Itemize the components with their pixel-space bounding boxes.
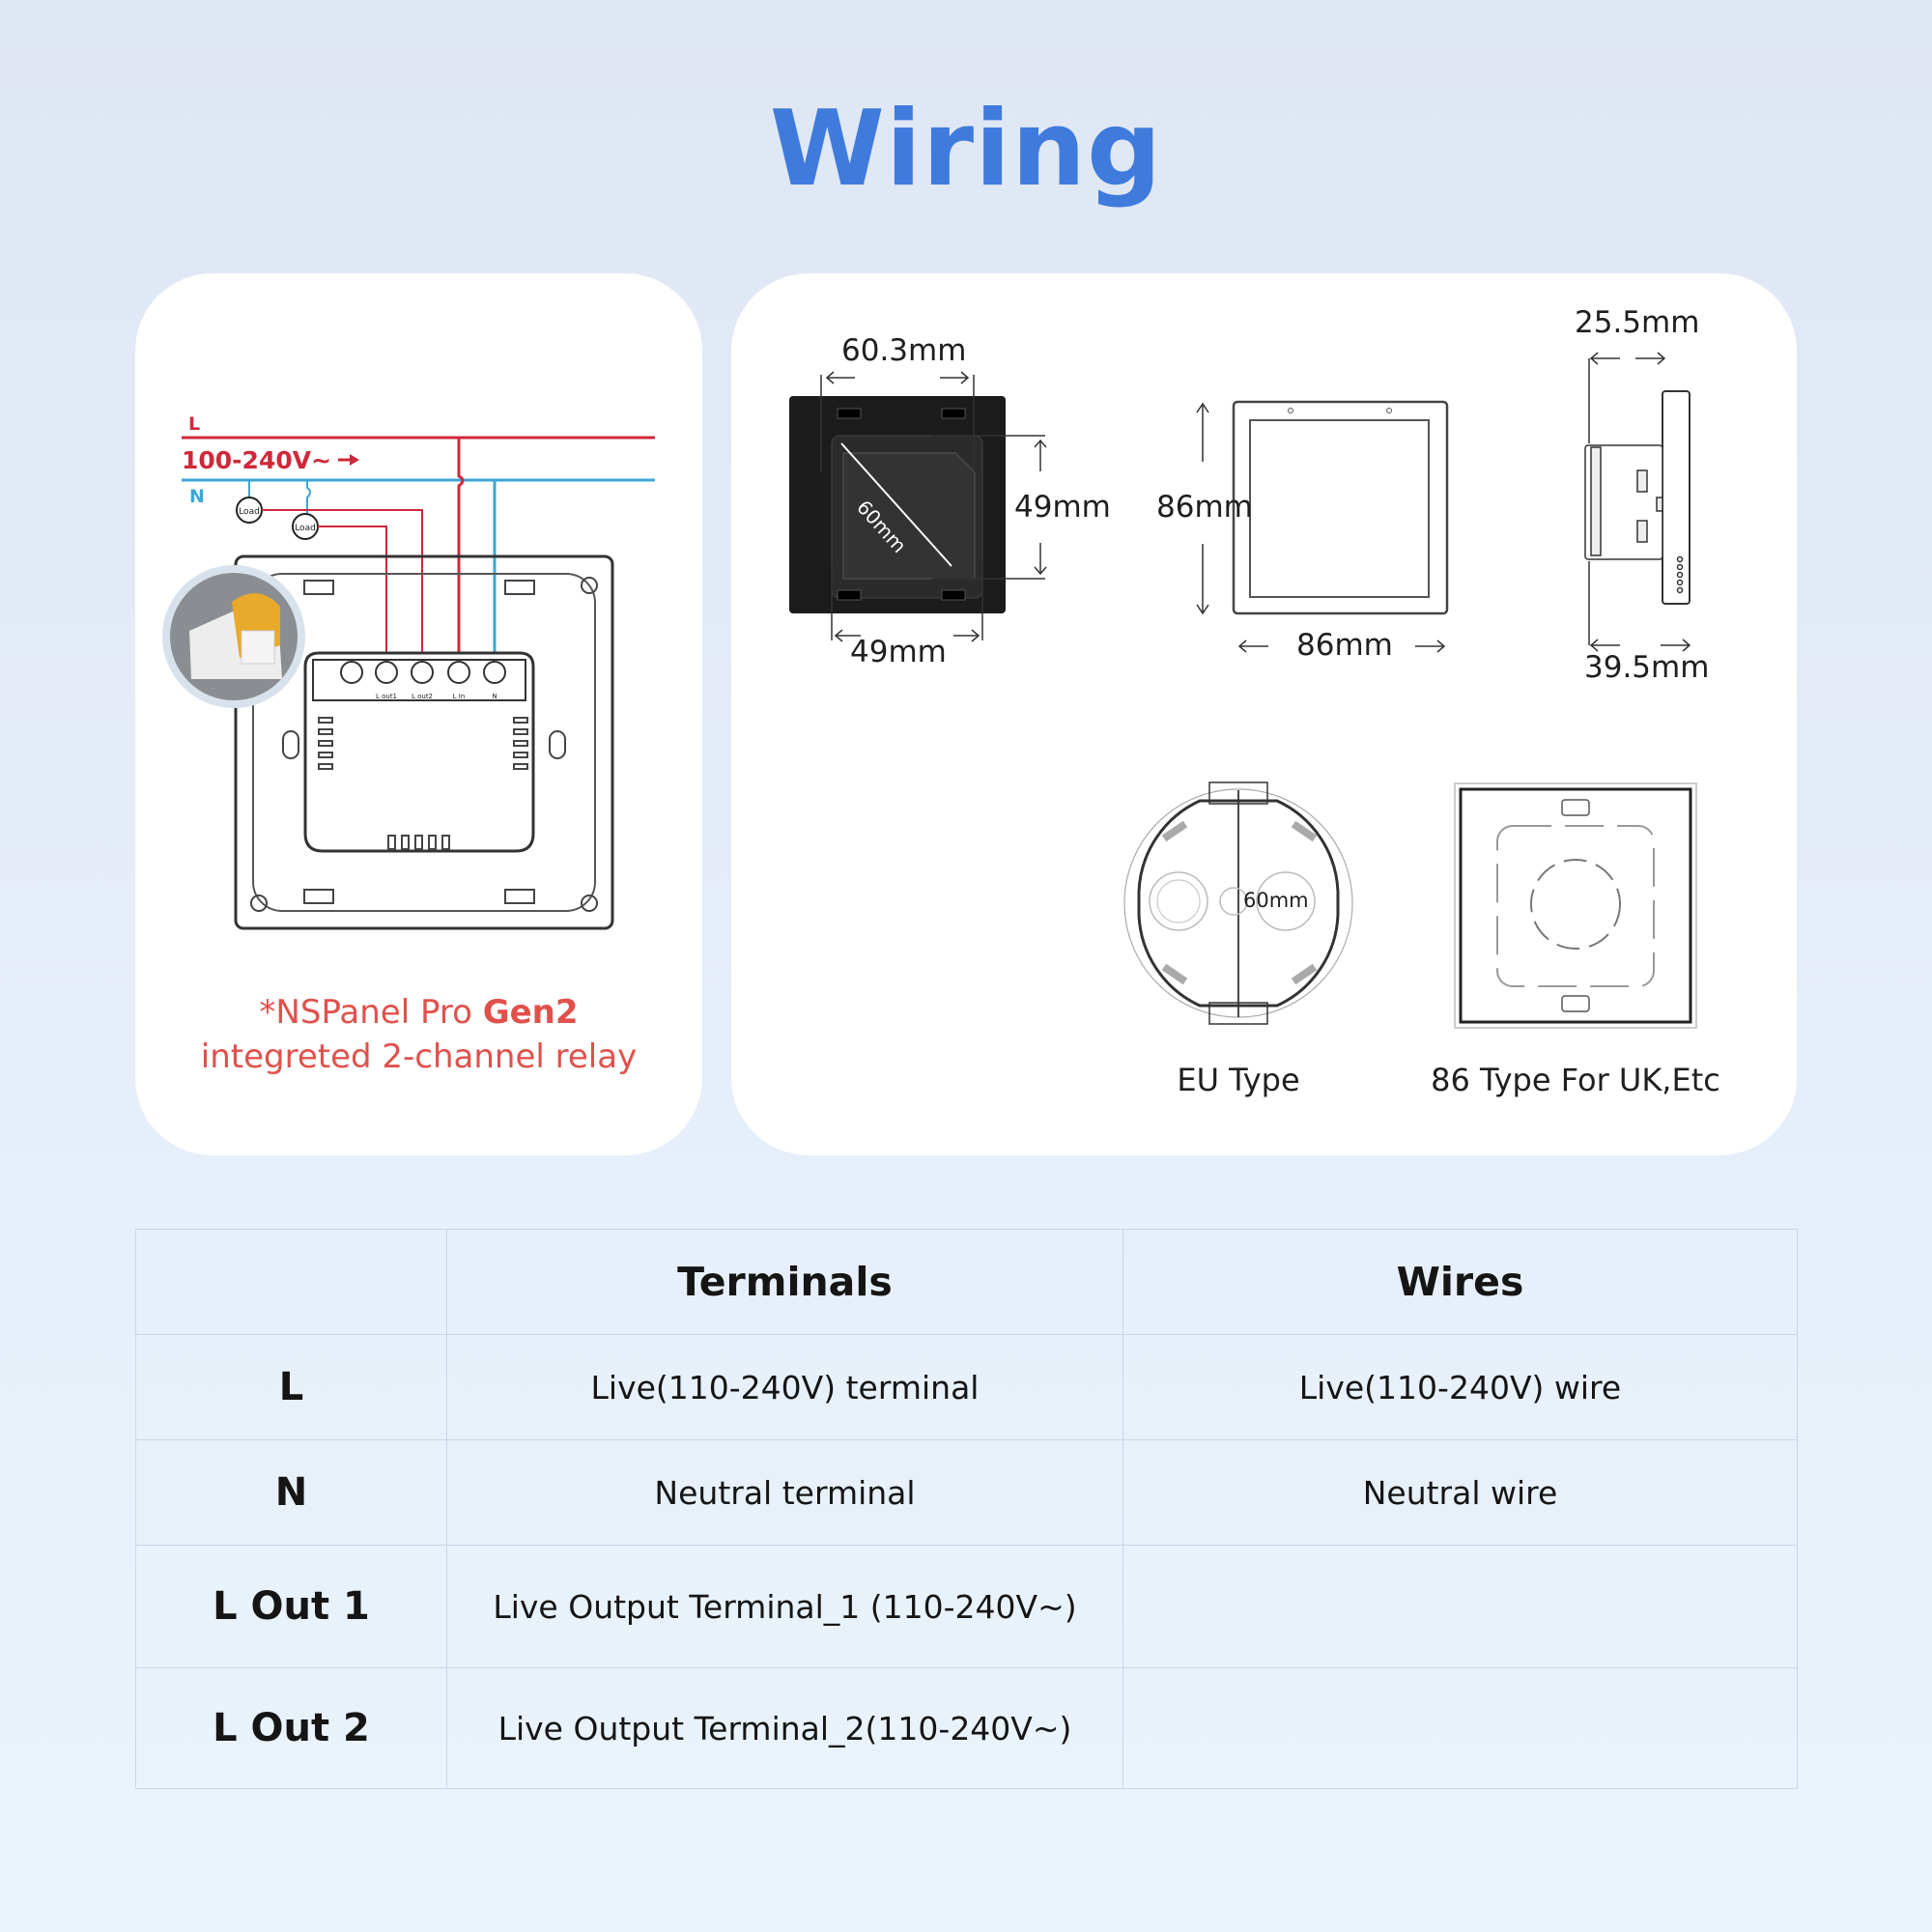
relay-module <box>303 651 535 853</box>
uk-backbox <box>1454 782 1697 1029</box>
wiring-diagram-card: L 100-240V~ N Load Load <box>135 273 702 1155</box>
row-terminal-name: L Out 1 <box>135 1545 447 1668</box>
panel-back-outline <box>234 554 614 930</box>
load-label: Load <box>239 507 260 517</box>
dimensions-drawing <box>789 352 1697 1029</box>
row-wire-desc <box>1122 1545 1798 1668</box>
row-terminal-desc: Neutral terminal <box>446 1439 1123 1546</box>
table-header: Terminals <box>446 1229 1123 1335</box>
uk-type-label: 86 Type For UK,Etc <box>1431 1062 1720 1098</box>
dim-side-bottom: 39.5mm <box>1584 650 1710 685</box>
row-terminal-desc: Live Output Terminal_1 (110-240V~) <box>446 1545 1123 1668</box>
arrow-right-icon <box>350 454 359 466</box>
panel-front-view <box>1232 400 1449 615</box>
relay-caption-line2: integreted 2-channel relay <box>200 1037 638 1076</box>
dim-eu-inner: 60mm <box>1243 889 1309 912</box>
panel-back-view <box>789 396 1006 613</box>
dim-side-top: 25.5mm <box>1575 305 1700 340</box>
table-row: N Neutral terminal Neutral wire <box>135 1439 1798 1546</box>
row-wire-desc: Live(110-240V) wire <box>1122 1334 1798 1440</box>
panel-side-view <box>1584 390 1690 605</box>
dimensions-card: 60.3mm 49mm 49mm 60mm 86mm 86mm 25.5mm 3… <box>731 273 1797 1155</box>
row-wire-desc: Neutral wire <box>1122 1439 1798 1546</box>
row-terminal-desc: Live Output Terminal_2(110-240V~) <box>446 1667 1123 1789</box>
neutral-label: N <box>189 486 205 507</box>
eu-backbox <box>1123 781 1353 1025</box>
terminal-label: L out1 <box>376 693 397 700</box>
table-header <box>135 1229 447 1335</box>
terminal-label: L In <box>453 693 466 700</box>
voltage-label: 100-240V~ <box>182 446 331 474</box>
table-header-row: Terminals Wires <box>135 1229 1798 1335</box>
dim-front-width: 86mm <box>1296 628 1393 663</box>
dim-back-bottom: 49mm <box>850 635 947 669</box>
terminal-label: N <box>492 693 497 700</box>
row-wire-desc <box>1122 1667 1798 1789</box>
line-label: L <box>188 413 200 435</box>
relay-caption: *NSPanel Pro Gen2 <box>259 993 579 1032</box>
load-label: Load <box>295 524 316 533</box>
page-title: Wiring <box>769 89 1163 210</box>
table-row: L Out 1 Live Output Terminal_1 (110-240V… <box>135 1545 1798 1668</box>
eu-type-label: EU Type <box>1177 1062 1300 1098</box>
dim-back-height: 49mm <box>1014 490 1111 525</box>
row-terminal-name: L Out 2 <box>135 1667 447 1789</box>
terminal-block <box>312 659 526 701</box>
dim-back-width: 60.3mm <box>841 333 967 368</box>
wiring-diagram: L 100-240V~ N Load Load <box>162 413 655 930</box>
terminals-table: Terminals Wires L Live(110-240V) termina… <box>135 1229 1798 1789</box>
table-row: L Live(110-240V) terminal Live(110-240V)… <box>135 1334 1798 1440</box>
terminal-label: L out2 <box>412 693 433 700</box>
table-header: Wires <box>1122 1229 1798 1335</box>
table-row: L Out 2 Live Output Terminal_2(110-240V~… <box>135 1667 1798 1789</box>
row-terminal-name: L <box>135 1334 447 1440</box>
row-terminal-name: N <box>135 1439 447 1546</box>
dim-front-height: 86mm <box>1156 490 1253 525</box>
row-terminal-desc: Live(110-240V) terminal <box>446 1334 1123 1440</box>
